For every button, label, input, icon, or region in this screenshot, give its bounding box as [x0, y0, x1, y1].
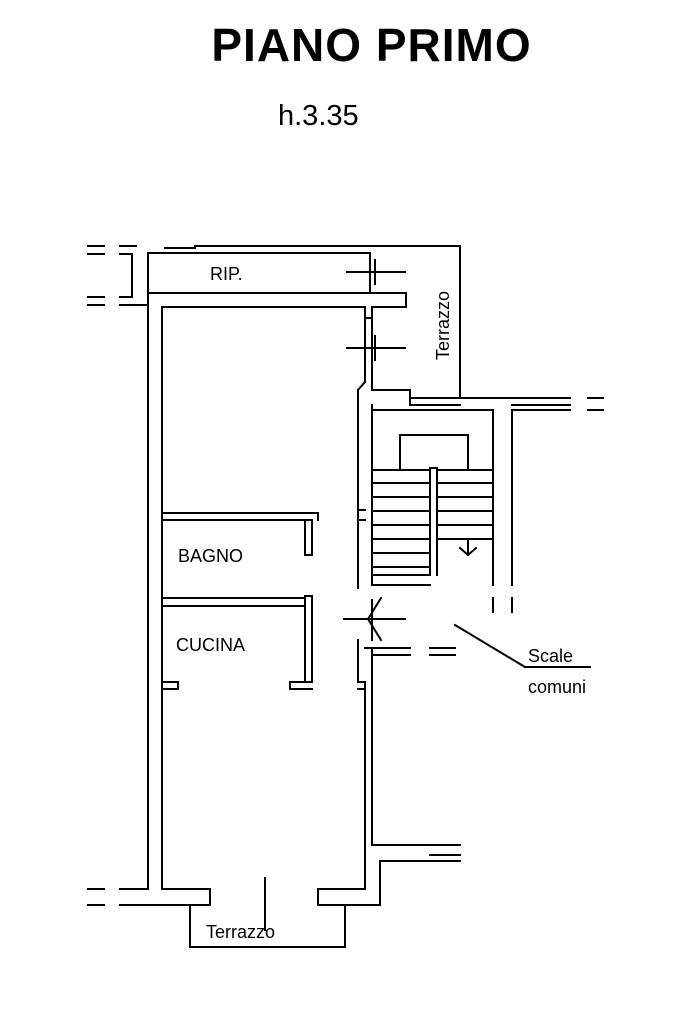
room-label-cucina: CUCINA: [176, 635, 245, 655]
room-label-bagno: BAGNO: [178, 546, 243, 566]
apartment-walls: [147, 304, 461, 931]
wall-break-marks-left: [87, 245, 163, 906]
room-label-terrazzo-bottom: Terrazzo: [206, 922, 275, 942]
annotation-scale: Scale: [528, 646, 573, 666]
annotation-comuni: comuni: [528, 677, 586, 697]
common-staircase: [371, 397, 604, 613]
room-label-terrazzo-side: Terrazzo: [433, 291, 453, 360]
plan-title: PIANO PRIMO: [211, 19, 532, 71]
ceiling-height: h.3.35: [278, 100, 359, 132]
ripostiglio-block: [119, 247, 407, 308]
room-label-rip: RIP.: [210, 264, 243, 284]
scale-comuni-leader: [453, 623, 591, 669]
terrazzo-side-outline: [194, 245, 461, 406]
terrazzo-bottom-outline: [189, 904, 346, 948]
